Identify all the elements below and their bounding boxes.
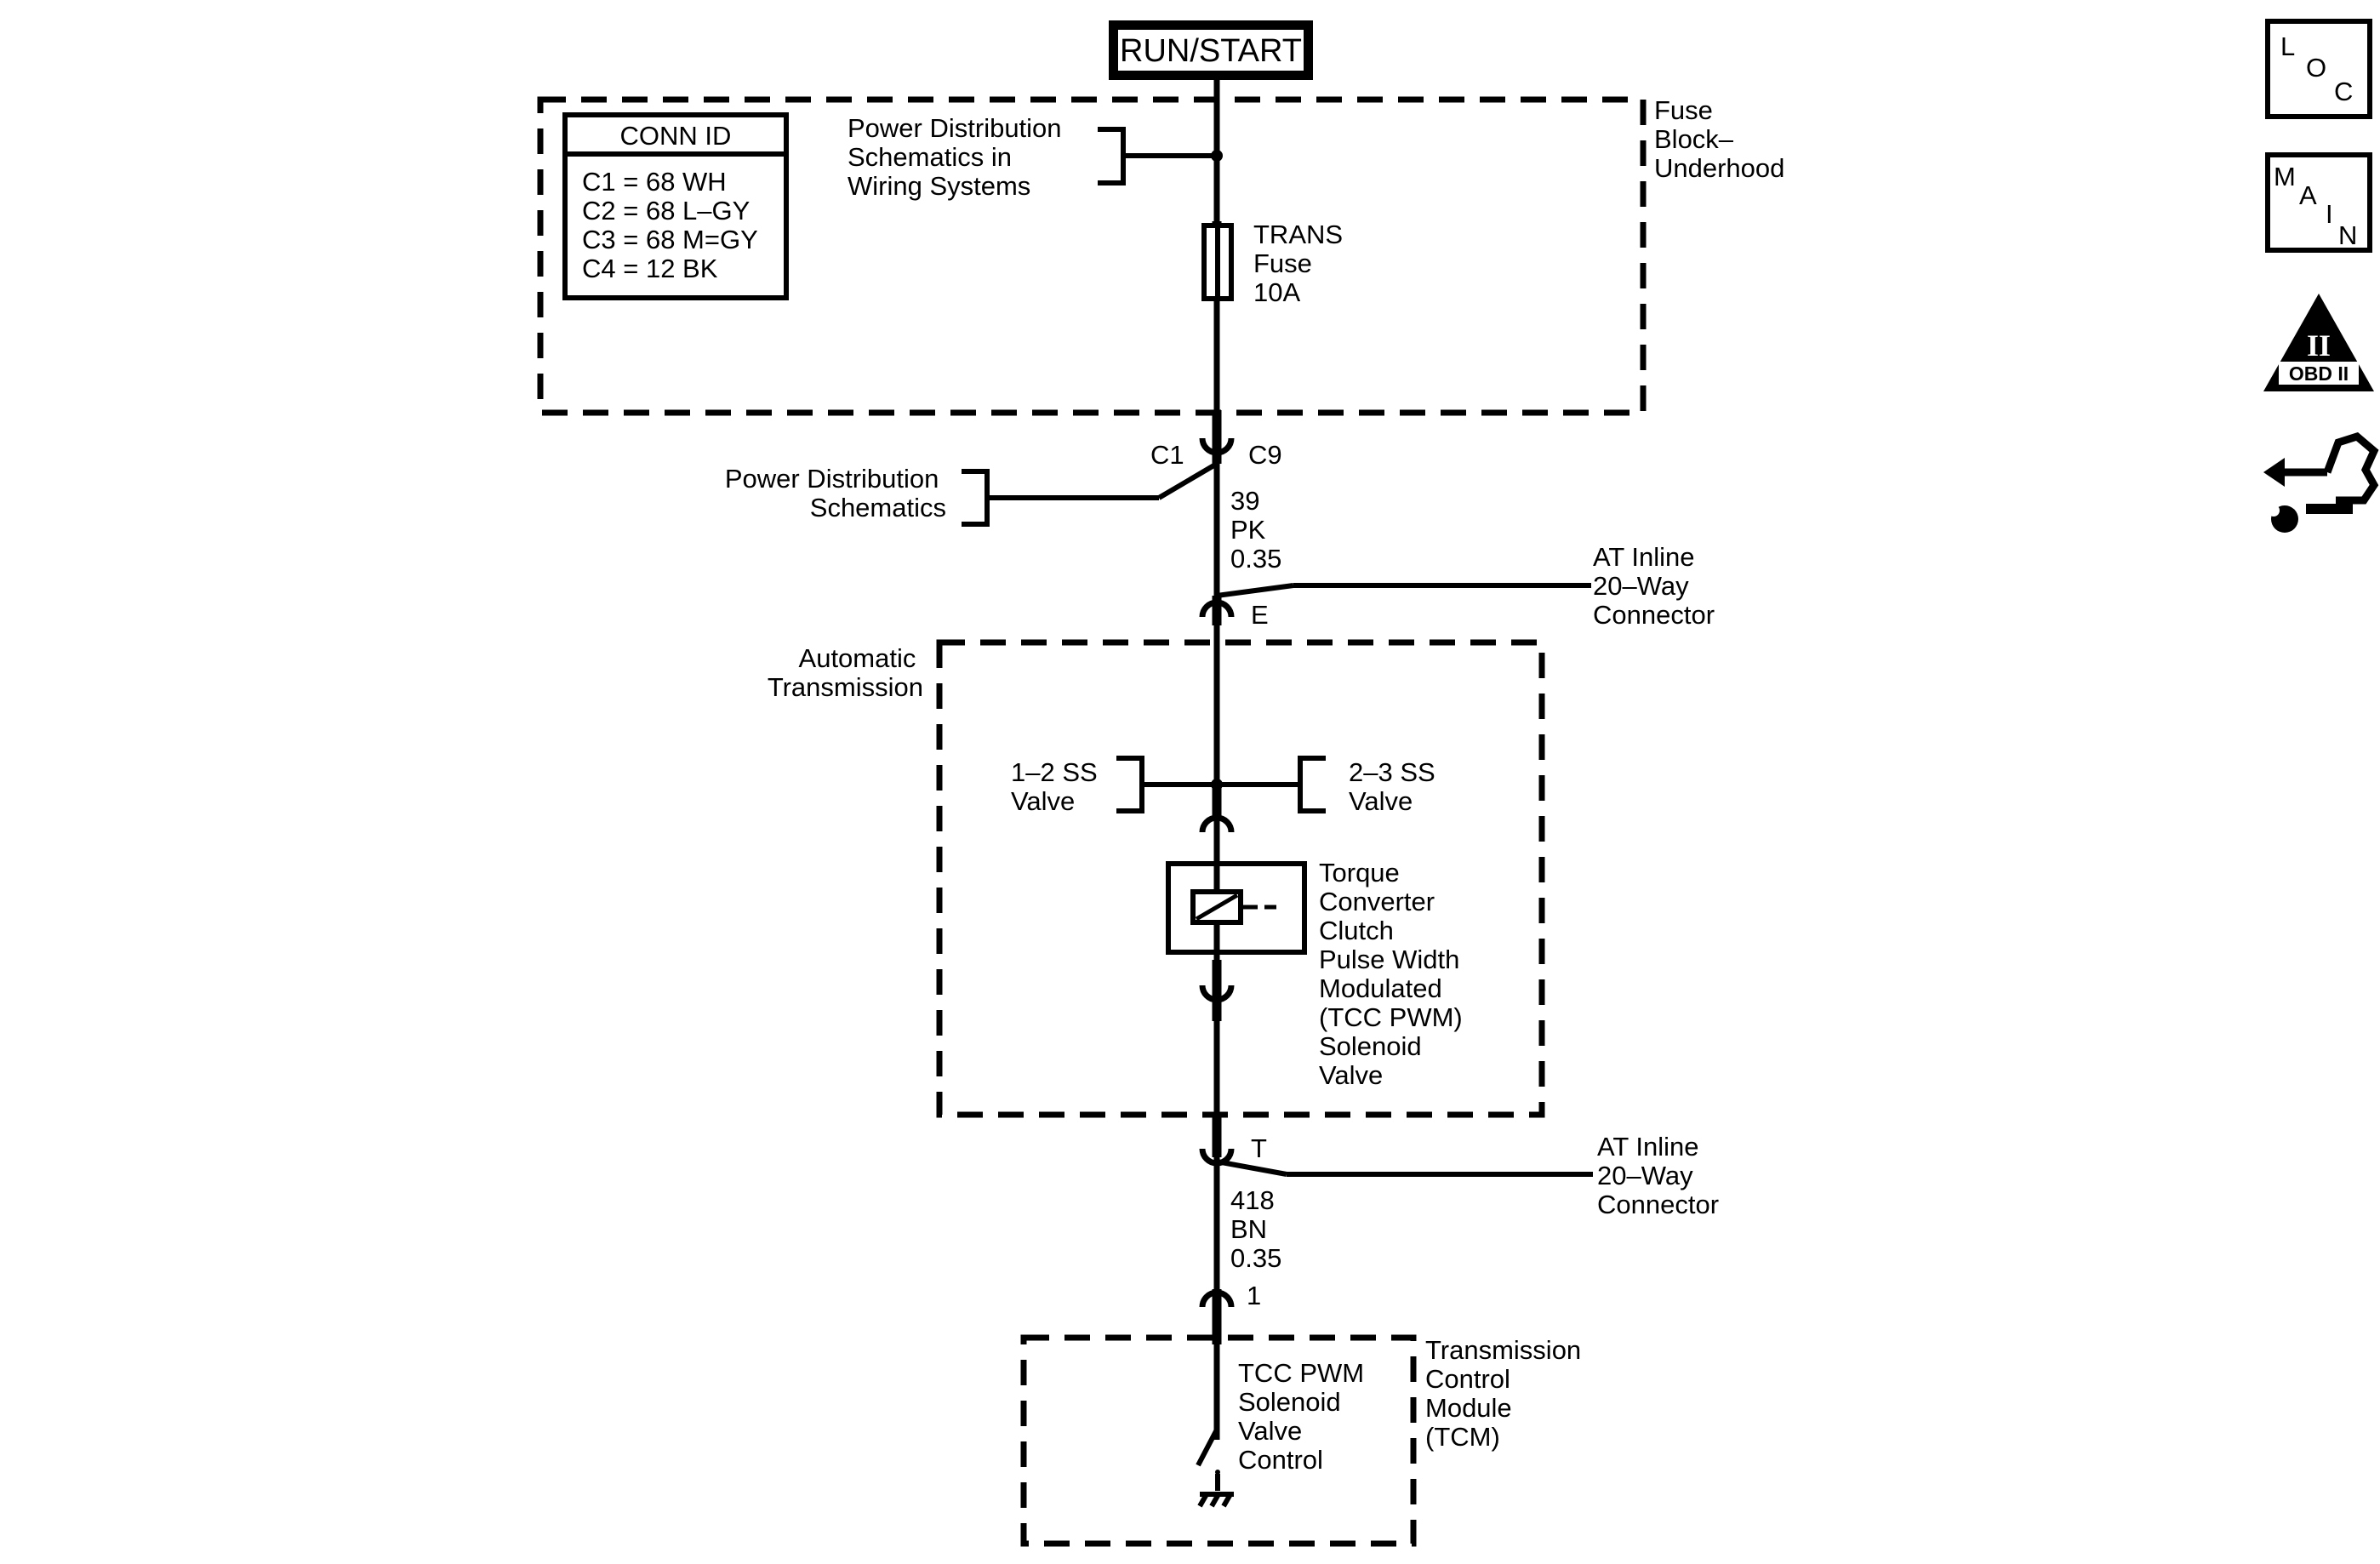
tcm-boundary bbox=[1020, 1334, 1417, 1547]
conn-id-row: C2 = 68 L–GY bbox=[582, 196, 750, 225]
conn-id-table: CONN ID C1 = 68 WH C2 = 68 L–GY C3 = 68 … bbox=[562, 112, 789, 300]
loc-icon-letter: L bbox=[2280, 31, 2295, 61]
splice-dot bbox=[1211, 150, 1223, 162]
conn-id-row: C3 = 68 M=GY bbox=[582, 225, 758, 254]
wire-39-pk-label: 39 PK 0.35 bbox=[1230, 486, 1281, 574]
at-inline-bottom-label: AT Inline 20–Way Connector bbox=[1597, 1132, 1719, 1219]
connector-c1-label: C1 bbox=[1150, 440, 1184, 470]
at-inline-top-label: AT Inline 20–Way Connector bbox=[1593, 542, 1715, 630]
wire-418-bn-label: 418 BN 0.35 bbox=[1230, 1185, 1281, 1273]
tcc-pwm-solenoid-label: Torque Converter Clutch Pulse Width Modu… bbox=[1319, 858, 1470, 1090]
main-icon-letter: I bbox=[2326, 199, 2333, 229]
obd-ii-text: OBD II bbox=[2289, 362, 2349, 385]
splice-dot bbox=[1211, 779, 1223, 791]
ss-23-valve-label: 2–3 SS Valve bbox=[1349, 757, 1442, 816]
main-icon[interactable]: M A I N bbox=[2265, 152, 2372, 253]
ground-switch bbox=[1196, 1428, 1234, 1508]
fuse-block-boundary bbox=[537, 96, 1647, 416]
connector-t-label: T bbox=[1251, 1133, 1267, 1163]
tcc-pwm-control-label: TCC PWM Solenoid Valve Control bbox=[1238, 1358, 1372, 1475]
trans-fuse-label: TRANS Fuse 10A bbox=[1253, 220, 1350, 307]
repair-arrows-icon[interactable] bbox=[2263, 431, 2379, 533]
pd-schematics-reference: Power Distribution Schematics bbox=[725, 461, 1219, 527]
connector-c9-label: C9 bbox=[1248, 440, 1282, 470]
automatic-transmission-boundary bbox=[936, 639, 1545, 1118]
pd-schematics-label: Power Distribution Schematics bbox=[725, 464, 946, 522]
connector-1-label: 1 bbox=[1247, 1281, 1261, 1310]
pd-wiring-label: Power Distribution Schematics in Wiring … bbox=[848, 113, 1069, 201]
connector-e: E AT Inline 20–Way Connector bbox=[1199, 542, 1715, 630]
connector-c1-c9: C1 C9 bbox=[1150, 437, 1282, 470]
loc-icon-letter: C bbox=[2334, 77, 2353, 106]
main-icon-letter: M bbox=[2274, 162, 2296, 191]
loc-icon[interactable]: L O C bbox=[2265, 19, 2372, 119]
main-icon-letter: A bbox=[2299, 180, 2317, 210]
conn-id-row: C1 = 68 WH bbox=[582, 167, 727, 197]
tcm-label: Transmission Control Module (TCM) bbox=[1425, 1335, 1589, 1452]
main-icon-letter: N bbox=[2338, 220, 2357, 250]
obd-ii-icon[interactable]: II OBD II bbox=[2263, 294, 2374, 391]
connector-1: 1 bbox=[1199, 1281, 1261, 1310]
fuse-block-label: Fuse Block– Underhood bbox=[1654, 95, 1784, 183]
conn-id-title: CONN ID bbox=[620, 121, 732, 151]
conn-id-row: C4 = 12 BK bbox=[582, 254, 718, 283]
connector-e-label: E bbox=[1251, 600, 1269, 630]
run-start-box: RUN/START bbox=[1109, 20, 1313, 80]
loc-icon-letter: O bbox=[2306, 53, 2326, 83]
connector-t: T AT Inline 20–Way Connector bbox=[1199, 1132, 1719, 1219]
automatic-transmission-label: Automatic Transmission bbox=[768, 643, 923, 702]
switch-contact bbox=[1215, 1470, 1220, 1475]
ss-12-valve-label: 1–2 SS Valve bbox=[1011, 757, 1104, 816]
run-start-label: RUN/START bbox=[1120, 33, 1302, 69]
obd-ii-numeral: II bbox=[2307, 328, 2331, 362]
pd-wiring-reference: Power Distribution Schematics in Wiring … bbox=[848, 113, 1223, 201]
trans-fuse: TRANS Fuse 10A bbox=[1201, 220, 1350, 307]
tcc-pwm-solenoid: Torque Converter Clutch Pulse Width Modu… bbox=[1166, 814, 1470, 1090]
